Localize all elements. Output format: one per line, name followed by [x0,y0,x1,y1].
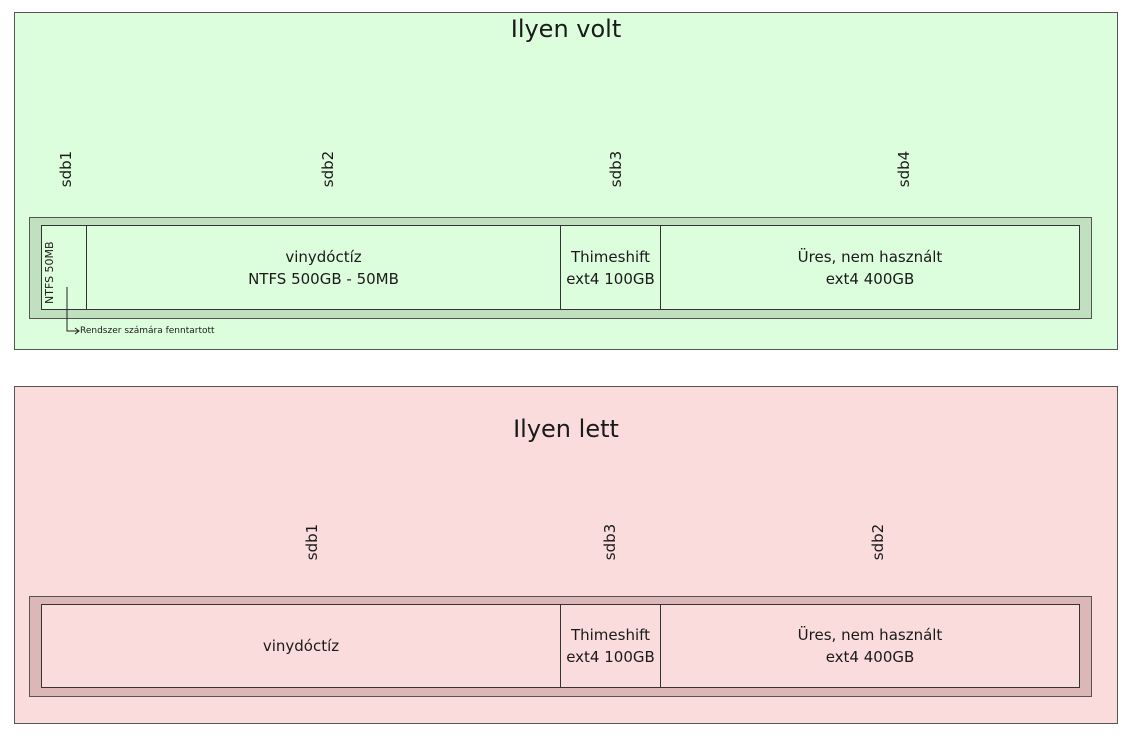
before-title: Ilyen volt [510,15,622,43]
after-sdb3-size: ext4 100GB [566,648,655,666]
after-partition-sdb3: Thimeshift ext4 100GB [560,604,661,688]
before-label-sdb3: sdb3 [607,150,625,188]
after-label-sdb3: sdb3 [601,523,619,561]
after-partition-sdb1: vinydóctíz [41,604,561,688]
before-sdb1-text: NTFS 50MB [43,241,56,304]
after-sdb1-name: vinydóctíz [262,637,340,655]
after-sdb2-size: ext4 400GB [825,648,915,666]
before-partition-sdb3: Thimeshift ext4 100GB [560,225,661,310]
before-sdb3-size: ext4 100GB [566,269,655,288]
before-sdb3-name: Thimeshift [570,247,651,266]
before-sdb4-name: Üres, nem használt [797,247,943,266]
after-sdb2-name: Üres, nem használt [797,626,943,644]
before-partition-sdb4: Üres, nem használt ext4 400GB [660,225,1080,310]
before-sdb2-name: vinydóctíz [285,247,362,266]
after-title: Ilyen lett [513,415,619,443]
before-partition-sdb2: vinydóctíz NTFS 500GB - 50MB [86,225,561,310]
after-sdb3-name: Thimeshift [570,626,651,644]
after-label-sdb2: sdb2 [869,523,887,561]
before-label-sdb1: sdb1 [57,150,75,188]
after-label-sdb1: sdb1 [303,523,321,561]
note-arrow [66,287,80,335]
before-label-sdb2: sdb2 [319,150,337,188]
before-sdb4-size: ext4 400GB [825,269,915,288]
before-sdb2-size: NTFS 500GB - 50MB [248,269,399,288]
reserved-note: Rendszer számára fenntartott [80,326,215,336]
before-label-sdb4: sdb4 [895,150,913,188]
after-partition-sdb2: Üres, nem használt ext4 400GB [660,604,1080,688]
before-partition-sdb1 [41,225,87,310]
